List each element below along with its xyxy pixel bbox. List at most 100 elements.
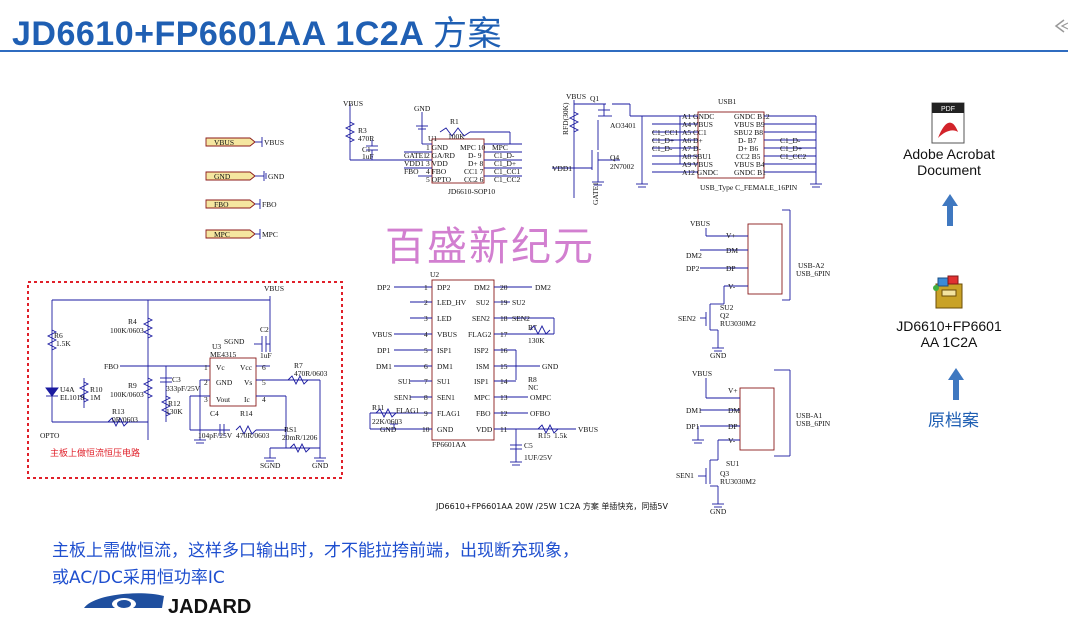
cc-vbus-text: VBUS — [264, 284, 284, 293]
net-flag-mpc-text: MPC — [214, 230, 230, 239]
pdf-attachment-label[interactable]: Adobe Acrobat Document — [880, 146, 1018, 178]
u3-pin-gnd: GND — [216, 378, 233, 387]
q4-net: VDD1 — [552, 164, 572, 173]
arrow-up-icon — [948, 368, 964, 400]
usb1-r8: GNDC B1 — [734, 168, 766, 177]
r1-val: 100K — [448, 132, 465, 141]
usb-a1-pin-vn: V- — [728, 436, 736, 445]
net-mpc-text: MPC — [262, 230, 278, 239]
u2-n2: 2 — [424, 298, 428, 307]
u2-p13: MPC — [474, 393, 490, 402]
page-title-cn: 方案 — [432, 14, 502, 54]
u2-n16: 16 — [500, 346, 508, 355]
package-attachment-label[interactable]: JD6610+FP6601 AA 1C2A — [880, 318, 1018, 350]
usb-a2-part: USB_6PIN — [796, 269, 831, 278]
u2-net-flag1: FLAG1 — [396, 406, 420, 415]
usb1-r3: SBU2 B8 — [734, 128, 763, 137]
u1-net-dp: C1_D+ — [494, 159, 516, 168]
u1-pin1: 1 GND — [426, 143, 448, 152]
u2-p9: FLAG1 — [437, 409, 461, 418]
u3-n5: 5 — [262, 378, 266, 387]
u1-pin5: 5 OPTO — [426, 175, 452, 184]
u2-n6: 6 — [424, 362, 428, 371]
usb1-r7: VBUS B4 — [734, 160, 765, 169]
net-vbus-text: VBUS — [264, 138, 284, 147]
package-label-line1: JD6610+FP6601 — [896, 318, 1002, 334]
u2-n13: 13 — [500, 393, 508, 402]
u2-p4: VBUS — [437, 330, 457, 339]
u2-n20: 20 — [500, 283, 508, 292]
r4-ref: R4 — [128, 317, 137, 326]
u2-n15: 15 — [500, 362, 508, 371]
c3-ref: C3 — [172, 375, 181, 384]
u2-n10: 10 — [422, 425, 430, 434]
q2-net: SEN2 — [678, 314, 696, 323]
net-flag-fbo-text: FBO — [214, 200, 229, 209]
u1-ref: U1 — [428, 134, 437, 143]
u2-part: FP6601AA — [432, 440, 467, 449]
r2-label: RFD(30K) — [561, 102, 570, 135]
r13-val: 0R/0603 — [112, 415, 138, 424]
r11-val: 130K — [166, 407, 183, 416]
u3-part: ME4315 — [210, 350, 237, 359]
u3-n4: 4 — [262, 395, 266, 404]
u2-net-dm2: DM2 — [535, 283, 551, 292]
usb-a2-ref: USB-A2 — [798, 261, 825, 270]
note-line1: 主板上需做恒流，这样多口输出时，才不能拉挎前端，出现断充现象， — [52, 541, 579, 561]
rs1-val: 20mR/1206 — [282, 433, 318, 442]
u2-n5: 5 — [424, 346, 428, 355]
cc-fbo-text: FBO — [104, 362, 119, 371]
usb1-net-dm: C1_D- — [652, 144, 673, 153]
usb-a2-pin-dm: DM — [726, 246, 738, 255]
q1-part: AO3401 — [610, 121, 636, 130]
package-icon[interactable] — [930, 272, 968, 312]
u3-pin-vcc: Vcc — [240, 363, 253, 372]
usb-a1-pin-dp: DP — [728, 422, 738, 431]
u2-net-vbus-r: VBUS — [578, 425, 598, 434]
u2-p7: SU1 — [437, 377, 451, 386]
c2-val: 1uF — [260, 351, 272, 360]
r4-val: 100K/0603 — [110, 326, 144, 335]
cc-gnd-text: GND — [312, 461, 329, 470]
usb-a1-vbus: VBUS — [692, 369, 712, 378]
r9-val: 100K/0603 — [110, 390, 144, 399]
u2-n8: 8 — [424, 393, 428, 402]
watermark-text: 百盛新纪元 — [385, 224, 595, 270]
usb-a1-pin-dm: DM — [728, 406, 740, 415]
cc-circuit — [45, 296, 326, 462]
usb1-rnet-dm: C1_D- — [780, 136, 801, 145]
r5-val: 130K — [528, 336, 545, 345]
rs1-ref: RS1 — [284, 425, 297, 434]
usb1-l6: A8 SBU1 — [682, 152, 712, 161]
net-flag-gnd-text: GND — [214, 172, 231, 181]
q3-net: SEN1 — [676, 471, 694, 480]
u2-n18: 18 — [500, 314, 508, 323]
note-text: 主板上需做恒流，这样多口输出时，才不能拉挎前端，出现断充现象， 或AC/DC采用… — [52, 538, 579, 592]
u3-pin-vc: Vc — [216, 363, 225, 372]
u1-pin2: 2 GA/RD — [426, 151, 456, 160]
c4-val: 104pF/25V — [198, 431, 233, 440]
r12-ref: R11 — [372, 403, 384, 412]
net-gnd-text: GND — [268, 172, 285, 181]
u2-net-dp1: DP1 — [377, 346, 391, 355]
usb-a1-pin-vp: V+ — [728, 386, 738, 395]
u3-n2: 2 — [204, 378, 208, 387]
u2-p6: DM1 — [437, 362, 453, 371]
q3-gnd-text: GND — [710, 507, 727, 516]
u1-net-mpc: MPC — [492, 143, 508, 152]
usb1-l4: A6 D+ — [682, 136, 703, 145]
u1-net-fbo: FBO — [404, 167, 419, 176]
pdf-icon[interactable]: PDF — [930, 102, 968, 144]
u2-p20: DM2 — [474, 283, 490, 292]
c5-ref: C5 — [524, 441, 533, 450]
u1-pin7: CC1 7 — [464, 167, 484, 176]
usb-a1-connector — [692, 369, 791, 508]
u2-p16: ISP2 — [474, 346, 489, 355]
c5-val: 1UF/25V — [524, 453, 553, 462]
u1-pin9: D- 9 — [468, 151, 482, 160]
u1-part: JD6610-SOP10 — [448, 187, 495, 196]
net-label-fbo — [205, 199, 261, 209]
q2-ref: Q2 — [720, 311, 729, 320]
corner-arrow-icon[interactable] — [1054, 16, 1068, 36]
